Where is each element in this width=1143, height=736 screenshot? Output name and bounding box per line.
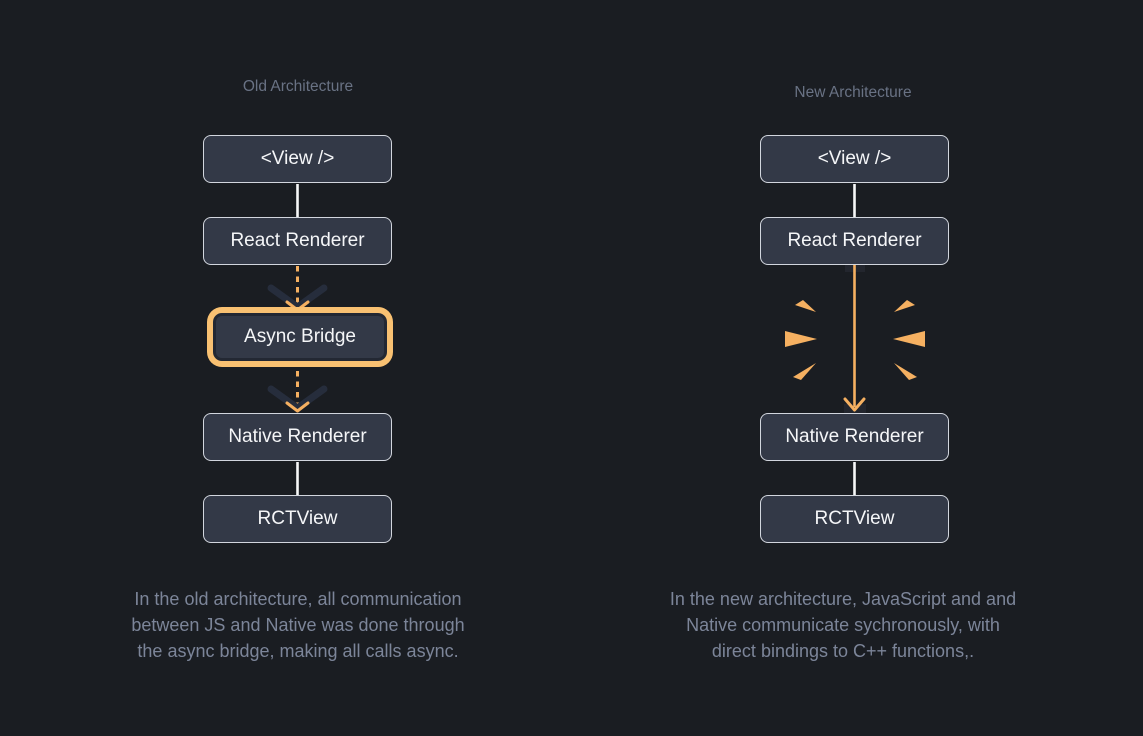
old-architecture-title: Old Architecture bbox=[242, 78, 354, 95]
node-label: RCTView bbox=[814, 508, 895, 529]
node-label: Native Renderer bbox=[785, 426, 924, 447]
node-label: React Renderer bbox=[230, 230, 365, 251]
node-rctview-old: RCTView bbox=[203, 495, 392, 543]
caption-line: direct bindings to C++ functions,. bbox=[711, 641, 975, 661]
node-native-renderer-old: Native Renderer bbox=[203, 413, 392, 461]
caption-line: the async bridge, making all calls async… bbox=[137, 641, 459, 661]
node-react-renderer-old: React Renderer bbox=[203, 217, 392, 265]
node-view-old: <View /> bbox=[203, 135, 392, 183]
collision-sparks-icon bbox=[785, 300, 925, 380]
old-async-arrow-react-to-bridge-icon bbox=[267, 266, 328, 312]
node-label: <View /> bbox=[817, 148, 892, 169]
node-rctview-new: RCTView bbox=[760, 495, 949, 543]
caption-line: In the old architecture, all communicati… bbox=[134, 589, 462, 609]
new-sync-arrow-react-to-native-icon bbox=[843, 262, 866, 415]
arrowhead-dark-chevron-icon bbox=[267, 284, 328, 311]
new-architecture-caption: In the new architecture, JavaScript and … bbox=[623, 586, 1063, 664]
spark-icon bbox=[793, 363, 816, 380]
old-architecture-caption: In the old architecture, all communicati… bbox=[78, 586, 518, 664]
spark-icon bbox=[795, 300, 816, 312]
node-label: Native Renderer bbox=[228, 426, 367, 447]
arrowhead-orange-icon bbox=[843, 397, 866, 412]
node-view-new: <View /> bbox=[760, 135, 949, 183]
node-label: React Renderer bbox=[787, 230, 922, 251]
caption-line: between JS and Native was done through bbox=[131, 615, 465, 635]
node-label: RCTView bbox=[257, 508, 338, 529]
node-react-renderer-new: React Renderer bbox=[760, 217, 949, 265]
caption-line: In the new architecture, JavaScript and … bbox=[669, 589, 1017, 609]
spark-icon bbox=[894, 300, 915, 312]
caption-line: Native communicate sychronously, with bbox=[686, 615, 1000, 635]
arrowhead-orange-icon bbox=[285, 300, 310, 312]
node-label: <View /> bbox=[260, 148, 335, 169]
spark-icon bbox=[894, 363, 917, 380]
node-native-renderer-new: Native Renderer bbox=[760, 413, 949, 461]
new-architecture-title: New Architecture bbox=[794, 84, 912, 101]
old-async-arrow-bridge-to-native-icon bbox=[267, 371, 328, 413]
arrowhead-orange-icon bbox=[285, 401, 310, 413]
node-label: Async Bridge bbox=[244, 326, 356, 347]
arrowhead-dark-chevron-icon bbox=[267, 385, 328, 412]
spark-icon bbox=[785, 331, 817, 347]
node-async-bridge: Async Bridge bbox=[213, 313, 387, 361]
spark-icon bbox=[893, 331, 925, 347]
